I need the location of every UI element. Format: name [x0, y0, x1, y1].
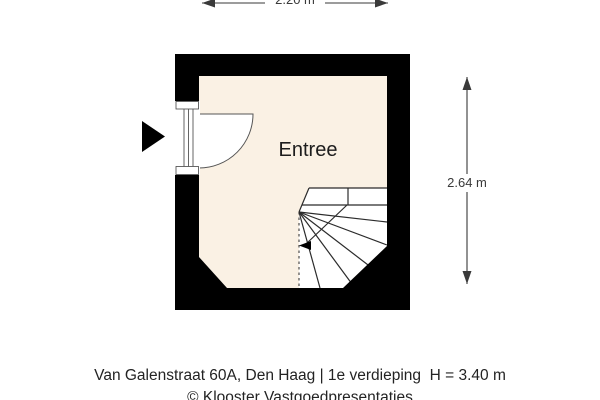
stair-winder-3	[298, 211, 373, 269]
door-jamb-bottom	[175, 166, 199, 175]
footer-copyright: © Klooster Vastgoedpresentaties	[187, 389, 413, 400]
staircase	[298, 187, 388, 289]
door-swing-icon	[198, 113, 254, 169]
dimension-arrow-left-icon	[202, 0, 215, 8]
stair-winder-4	[298, 211, 353, 285]
door-threshold-lines	[183, 109, 194, 167]
stair-winder-2	[298, 211, 388, 246]
door-opening	[174, 101, 200, 175]
stair-left-edge	[298, 187, 310, 213]
dimension-arrow-down-icon	[462, 271, 472, 284]
dimension-label-height: 2.64 m	[443, 175, 491, 191]
exterior-wall	[175, 54, 410, 310]
door-jamb-top	[175, 101, 199, 110]
stair-direction-arrow-icon	[299, 241, 311, 250]
stair-walk-line-upper	[305, 204, 348, 245]
footer-address: Van Galenstraat 60A, Den Haag | 1e verdi…	[94, 367, 506, 384]
stair-winder-1	[298, 211, 388, 223]
dimension-label-width: 2.20 m	[265, 0, 325, 8]
dimension-arrow-up-icon	[462, 77, 472, 90]
entrance-arrow-icon	[142, 121, 165, 152]
stair-winder-5	[298, 211, 321, 289]
dimension-arrow-right-icon	[375, 0, 388, 8]
room-label: Entree	[278, 139, 338, 161]
